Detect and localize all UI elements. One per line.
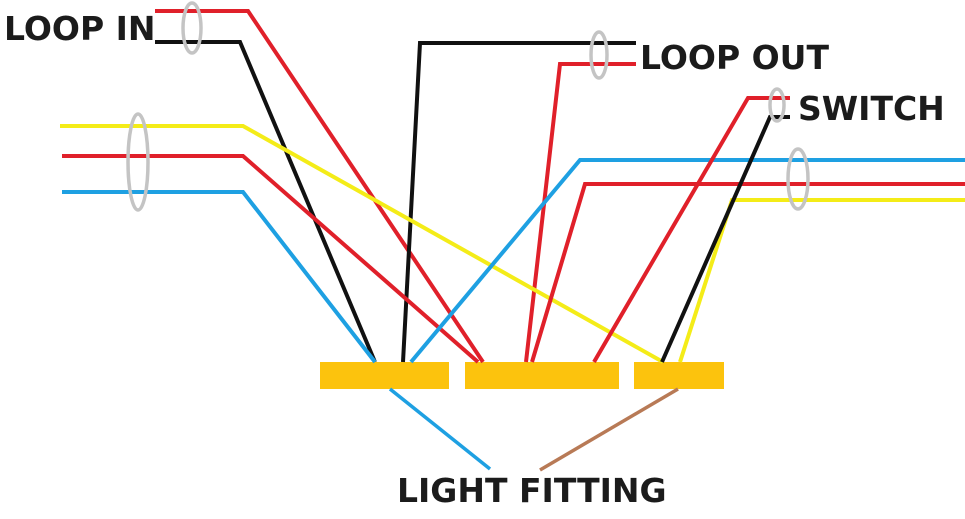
right-blue-wire — [409, 158, 965, 364]
left-yellow-wire — [60, 124, 664, 364]
left-blue-wire — [62, 190, 377, 364]
loop-in-red-wire — [155, 9, 485, 364]
light-fitting-label: LIGHT FITTING — [397, 471, 667, 510]
switch-label: SWITCH — [798, 89, 945, 128]
light-fitting-pointer-brown — [539, 387, 679, 472]
left-cable-sleeve — [126, 112, 150, 212]
loop-out-black-wire — [401, 41, 636, 363]
switch-sleeve — [768, 87, 786, 123]
loop-out-label: LOOP OUT — [640, 38, 829, 77]
terminal-block-3 — [634, 362, 724, 389]
light-fitting-pointer-blue — [388, 387, 492, 471]
loop-in-sleeve — [181, 1, 203, 55]
terminal-block-1 — [320, 362, 449, 389]
terminal-block-2 — [465, 362, 619, 389]
switch-black-wire — [660, 115, 790, 363]
loop-in-black-wire — [155, 40, 377, 363]
loop-in-label: LOOP IN — [4, 9, 156, 48]
loop-out-sleeve — [589, 30, 609, 80]
loop-out-red-wire — [524, 62, 636, 363]
right-cable-sleeve — [786, 147, 810, 211]
switch-red-wire — [592, 96, 790, 364]
right-red-wire — [530, 182, 965, 363]
left-red-wire — [62, 154, 480, 364]
